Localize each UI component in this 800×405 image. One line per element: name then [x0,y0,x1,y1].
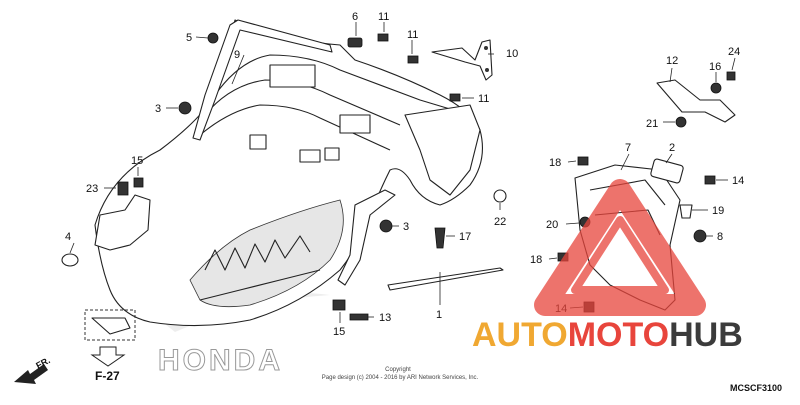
callout-10: 10 [506,48,518,60]
clip-parts [61,32,507,321]
callout-8: 8 [717,231,723,243]
front-arrow-icon [14,364,48,384]
callout-21: 21 [646,118,658,130]
callout-13: 13 [379,312,391,324]
rubber-4 [61,253,79,267]
callout-11: 11 [478,93,489,105]
nut-8 [693,229,707,243]
callout-15: 15 [333,326,345,338]
clip-11c [449,93,461,102]
callout-24: 24 [728,46,740,58]
nut-3a [178,101,192,115]
rear-shroud [404,104,481,196]
callout-14: 14 [732,175,744,187]
bracket-10 [431,39,493,81]
callout-22: 22 [494,216,506,228]
callout-11: 11 [378,11,389,23]
callout-2: 2 [669,142,675,154]
nut-3b [379,219,393,233]
clip-18a [577,156,589,166]
callout-19: 19 [712,205,724,217]
callout-20: 20 [546,219,558,231]
callout-18: 18 [530,254,542,266]
side-stay [337,189,396,286]
grommet-22 [493,189,507,203]
callout-18: 18 [549,157,561,169]
callout-3: 3 [403,221,409,233]
callout-6: 6 [352,11,358,23]
callout-11: 11 [407,29,418,41]
screw-5 [207,32,219,44]
diagram-code: MCSCF3100 [730,383,782,393]
clip-6 [347,37,363,48]
clip-15b [332,299,346,311]
clip-15a [133,177,144,188]
callout-5: 5 [186,32,192,44]
section-reference-group: F-27 [84,309,136,383]
callout-23: 23 [86,183,98,195]
reflector-2 [650,158,684,184]
callout-1: 1 [436,309,442,321]
watermark-triangle-logo [534,179,706,316]
callout-16: 16 [709,61,721,73]
callout-9: 9 [234,49,240,61]
watermark-wordmark: AUTOMOTOHUB [472,316,743,354]
callout-17: 17 [459,231,471,243]
callout-3: 3 [155,103,161,115]
cushion-19 [679,204,693,219]
front-direction-indicator: FR. [14,355,52,384]
front-label: FR. [34,355,51,371]
left-mud-flap [94,194,151,251]
automotohub-watermark: AUTOMOTOHUB [472,179,743,354]
callout-7: 7 [625,142,631,154]
fender-inner-shading [189,199,344,308]
seal-strip-9 [192,19,333,141]
section-ref-label: F-27 [95,369,120,383]
callout-12: 12 [666,55,678,67]
callout-4: 4 [65,231,71,243]
rear-fender-assembly [94,19,483,327]
rod-1 [387,267,504,291]
bolt-13 [349,313,369,321]
copyright-line-1: Copyright [385,367,411,373]
bolt-23 [117,181,129,196]
down-arrow-icon [90,346,126,367]
bolt-24 [726,71,736,81]
bracket-12 [656,79,736,123]
screw-16 [710,82,722,94]
bolt-14a [704,175,716,185]
honda-brand-mark: HONDA [158,344,283,377]
copyright-line-2: Page design (c) 2004 - 2016 by ARI Netwo… [322,375,479,381]
clip-11b [407,55,419,64]
section-ref-box [84,309,136,341]
valve-17 [434,227,446,249]
clip-11a [377,33,389,42]
nut-21 [675,116,687,128]
callout-15: 15 [131,155,143,167]
